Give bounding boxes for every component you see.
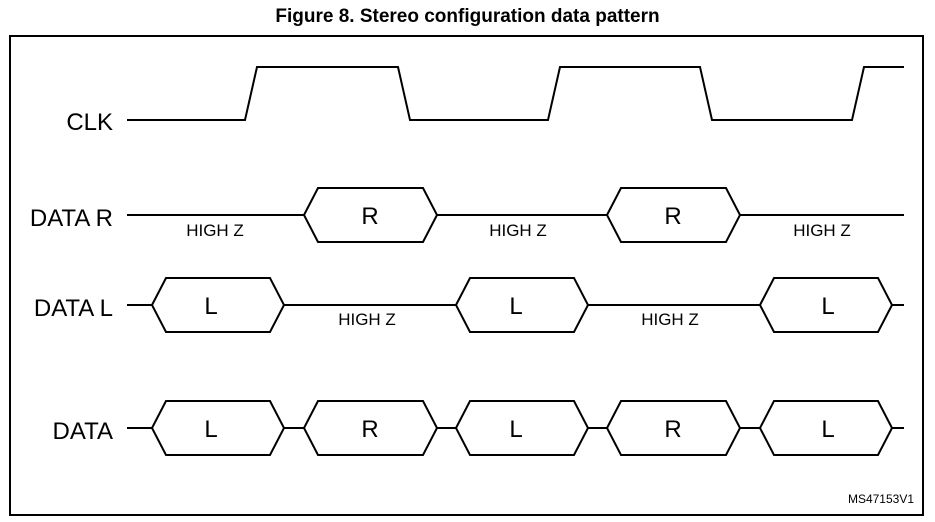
data-r-highz-2: HIGH Z [489,221,547,240]
data-cell-2-text: R [361,416,378,443]
data-l-cell-1-text: L [204,293,217,320]
data-row: L R L R L [127,400,904,456]
data-cell-3-text: L [509,416,522,443]
data-cell-5-text: L [821,416,834,443]
figure-title: Figure 8. Stereo configuration data patt… [275,6,660,27]
data-l-highz-2: HIGH Z [641,310,699,329]
data-r-cell-1-text: R [361,203,378,230]
data-l-cell-3-text: L [821,293,834,320]
data-r-highz-3: HIGH Z [793,221,851,240]
data-cell-4-text: R [664,416,681,443]
figure-reference: MS47153V1 [848,492,914,506]
data-r-row: R R HIGH Z HIGH Z HIGH Z [127,187,904,243]
data-l-row: L L L HIGH Z HIGH Z [127,277,904,333]
data-label: DATA [53,418,113,445]
data-cell-1 [150,400,286,456]
data-r-highz-1: HIGH Z [186,221,244,240]
data-l-label: DATA L [34,295,113,322]
data-r-cell-2-text: R [664,203,681,230]
data-r-label: DATA R [30,205,113,232]
figure-frame [9,35,924,516]
clk-waveform [127,66,904,121]
data-l-cell-1 [150,277,286,333]
clk-label: CLK [66,109,113,136]
data-cell-1-text: L [204,416,217,443]
data-l-cell-2-text: L [509,293,522,320]
data-l-highz-1: HIGH Z [338,310,396,329]
